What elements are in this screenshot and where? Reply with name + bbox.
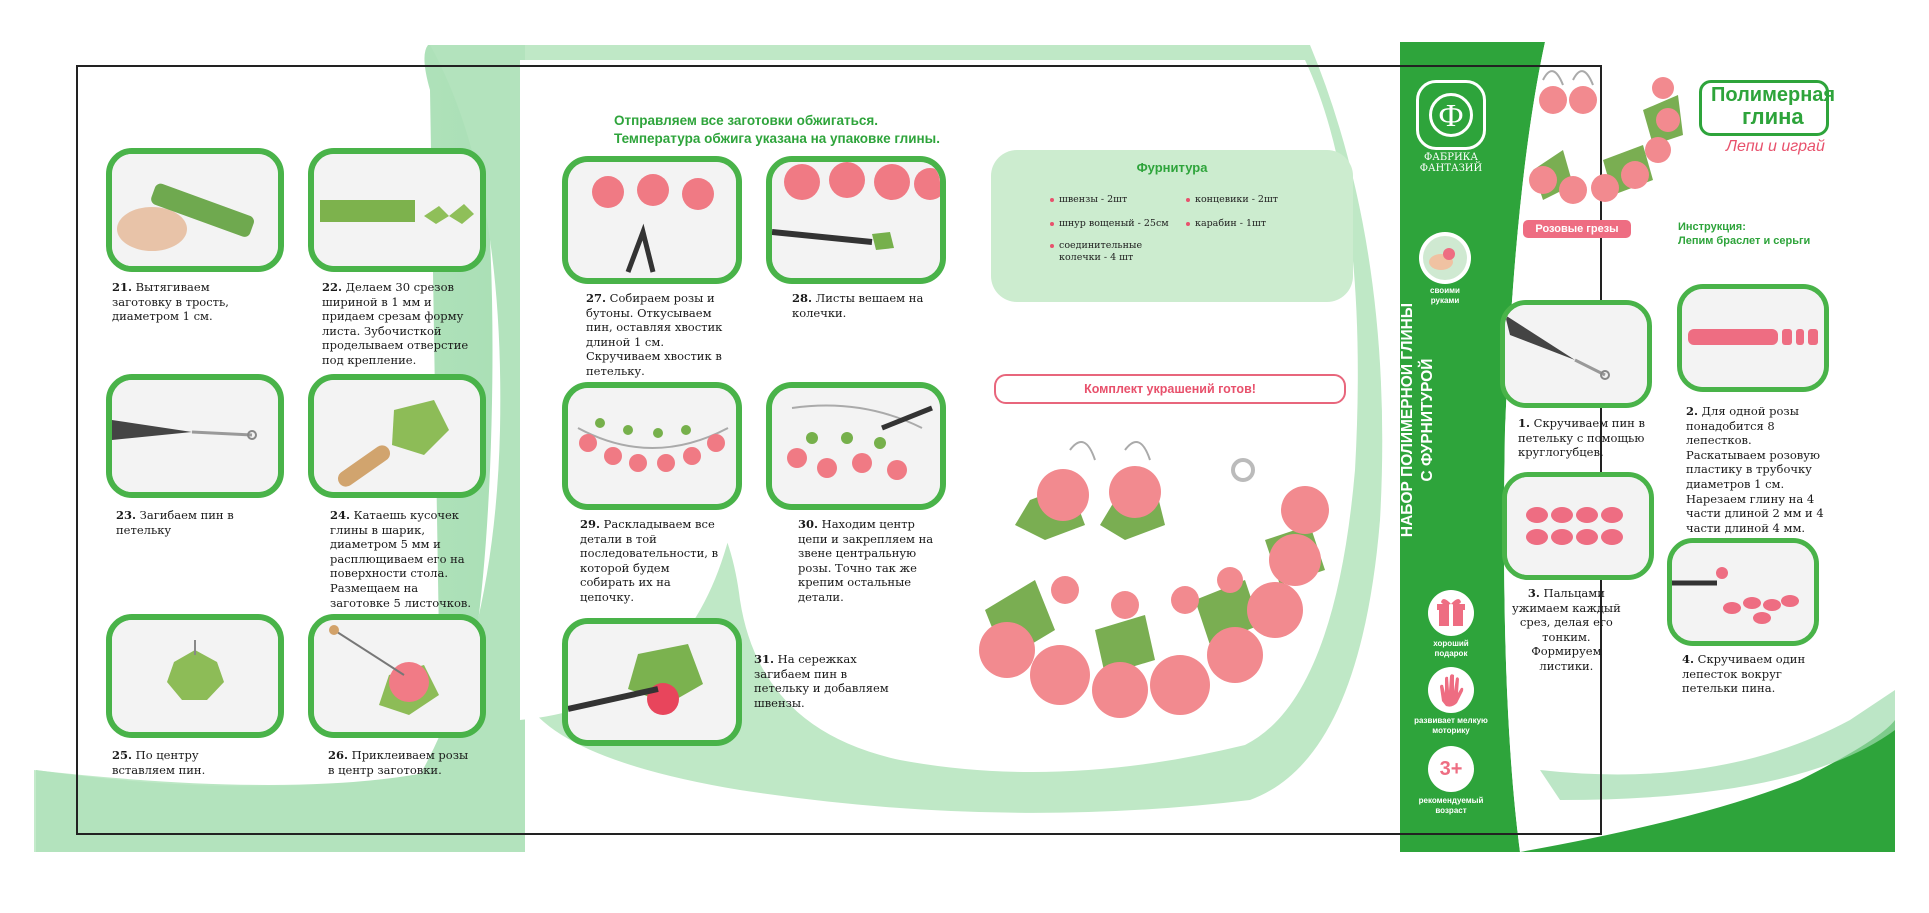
- cover-step-1-photo: [1500, 300, 1652, 408]
- step-23-photo: [106, 374, 284, 498]
- cover-step-4-caption: 4. Скручиваем один лепесток вокруг петел…: [1682, 652, 1806, 696]
- furnitura-title: Фурнитура: [1136, 160, 1208, 175]
- step-29-photo: [562, 382, 742, 510]
- firing-heading: Отправляем все заготовки обжигаться. Тем…: [614, 113, 940, 146]
- hands-icon: [1419, 232, 1471, 284]
- cover-step-3-caption: 3. Пальцами ужимаем каждый срез, делая е…: [1512, 586, 1621, 673]
- step-28-caption: 28. Листы вешаем на колечки.: [792, 291, 924, 320]
- step-25-caption: 25. По центру вставляем пин.: [112, 748, 206, 777]
- brand-logo-line2: глина: [1742, 104, 1804, 129]
- set-ready-label: Комплект украшений готов!: [994, 374, 1346, 404]
- cover-step-2-photo: [1677, 284, 1829, 392]
- gift-label: хороший подарок: [1433, 639, 1469, 658]
- step-22-photo: [308, 148, 486, 272]
- furnitura-box: Фурнитура швензы - 2шт шнур вощеный - 25…: [991, 150, 1353, 302]
- product-name-badge: Розовые грезы: [1523, 220, 1631, 238]
- step-31-caption: 31. На сережках загибаем пин в петельку …: [754, 652, 889, 710]
- brand-logo-line1: Полимерная: [1711, 84, 1836, 106]
- step-24-caption: 24. Катаешь кусочек глины в шарик, диаме…: [330, 508, 471, 610]
- cover-step-2-caption: 2. Для одной розы понадобится 8 лепестко…: [1686, 404, 1824, 535]
- cover-jewelry-photo: [1513, 60, 1683, 210]
- cover-step-3-photo: [1502, 472, 1654, 580]
- instruction-title: Инструкция: Лепим браслет и серьги: [1678, 221, 1811, 247]
- brand-tagline: Лепи и играй: [1726, 138, 1825, 155]
- step-26-photo: [308, 614, 486, 738]
- brand-logo: [1699, 80, 1829, 136]
- hand-icon: [1428, 667, 1474, 713]
- step-28-photo: [766, 156, 946, 284]
- step-21-caption: 21. Вытягиваем заготовку в трость, диаме…: [112, 280, 229, 324]
- spine-title: НАБОР ПОЛИМЕРНОЙ ГЛИНЫ С ФУРНИТУРОЙ: [1399, 302, 1436, 538]
- fabrika-logo-icon: Ф: [1416, 80, 1486, 150]
- motor-skills-label: развивает мелкую моторику: [1414, 716, 1488, 735]
- step-29-caption: 29. Раскладываем все детали в той послед…: [580, 517, 719, 604]
- step-26-caption: 26. Приклеиваем розы в центр заготовки.: [328, 748, 469, 777]
- step-30-photo: [766, 382, 946, 510]
- step-23-caption: 23. Загибаем пин в петельку: [116, 508, 234, 537]
- furnitura-item: концевики - 2шт: [1185, 194, 1279, 205]
- gift-icon: [1428, 590, 1474, 636]
- step-22-caption: 22. Делаем 30 срезов шириной в 1 мм и пр…: [322, 280, 469, 367]
- brand-line-2: ФАНТАЗИЙ: [1419, 163, 1483, 174]
- cover-step-4-photo: [1667, 538, 1819, 646]
- age-label: рекомендуемый возраст: [1418, 796, 1484, 815]
- step-31-photo: [562, 618, 742, 746]
- furnitura-item: шнур вощеный - 25см: [1050, 218, 1169, 229]
- step-25-photo: [106, 614, 284, 738]
- step-27-caption: 27. Собираем розы и бутоны. Откусываем п…: [586, 291, 723, 378]
- handmade-label: своими руками: [1430, 286, 1460, 305]
- furnitura-item: швензы - 2шт: [1049, 194, 1128, 205]
- furnitura-item: карабин - 1шт: [1185, 218, 1267, 229]
- finished-jewelry-photo: [975, 430, 1345, 720]
- age-icon: 3+: [1428, 746, 1474, 792]
- step-30-caption: 30. Находим центр цепи и закрепляем на з…: [798, 517, 934, 604]
- step-21-photo: [106, 148, 284, 272]
- step-27-photo: [562, 156, 742, 284]
- brand-line-1: ФАБРИКА: [1424, 152, 1478, 163]
- furnitura-item: соединительные колечки - 4 шт: [1049, 240, 1143, 263]
- step-24-photo: [308, 374, 486, 498]
- cover-step-1-caption: 1. Скручиваем пин в петельку с помощью к…: [1518, 416, 1645, 460]
